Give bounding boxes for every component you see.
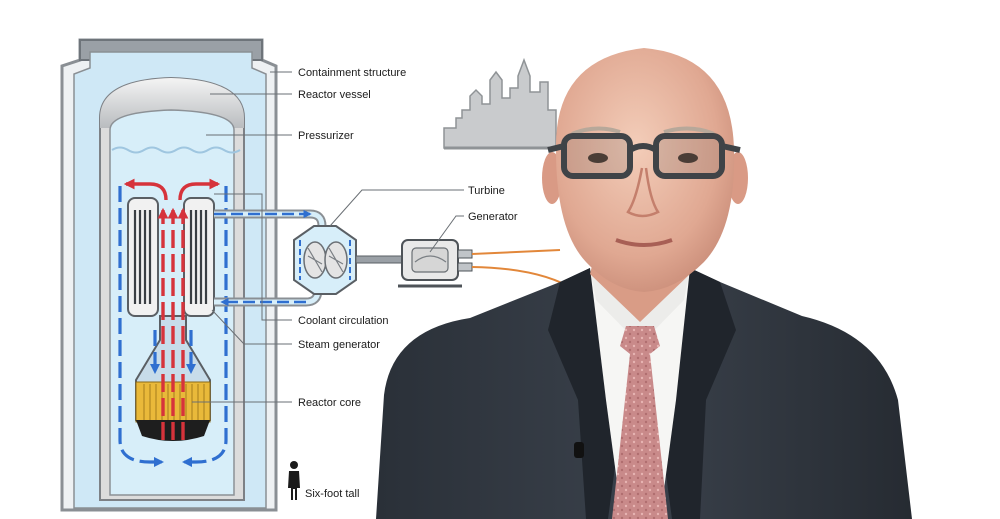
presenter-nose — [626, 167, 660, 218]
label-containment: Containment structure — [298, 67, 406, 79]
presenter-glasses — [547, 133, 741, 179]
presenter-eye-left — [588, 153, 608, 163]
tube-bundle-left — [133, 210, 152, 304]
lapel-microphone — [574, 442, 584, 458]
label-scale: Six-foot tall — [305, 488, 359, 500]
leader-lines — [192, 71, 464, 403]
presenter-photo — [376, 48, 912, 519]
presenter-mouth — [615, 238, 673, 247]
tube-bundle-right — [189, 210, 208, 304]
presenter-eye-right — [678, 153, 698, 163]
label-generator: Generator — [468, 211, 518, 223]
presenter-eyebrow-left — [571, 126, 621, 136]
label-steam-generator: Steam generator — [298, 339, 380, 351]
turbine — [293, 225, 357, 295]
coolant-circulation-arrows — [118, 186, 228, 468]
generator — [398, 239, 473, 288]
six-foot-person-icon — [288, 461, 300, 500]
steam-generator-left — [127, 197, 159, 317]
steam-generator-right — [183, 197, 215, 317]
label-coolant-circulation: Coolant circulation — [298, 315, 389, 327]
label-reactor-vessel: Reactor vessel — [298, 89, 371, 101]
label-turbine: Turbine — [468, 185, 505, 197]
presenter-tie — [612, 326, 668, 519]
label-pressurizer: Pressurizer — [298, 130, 354, 142]
pressurizer-water-line — [111, 146, 241, 154]
turbine-shaft — [355, 255, 403, 264]
hot-coolant-arrows — [123, 178, 221, 440]
label-reactor-core: Reactor core — [298, 397, 361, 409]
presenter-eyebrow-right — [663, 126, 715, 136]
city-skyline — [443, 57, 557, 149]
